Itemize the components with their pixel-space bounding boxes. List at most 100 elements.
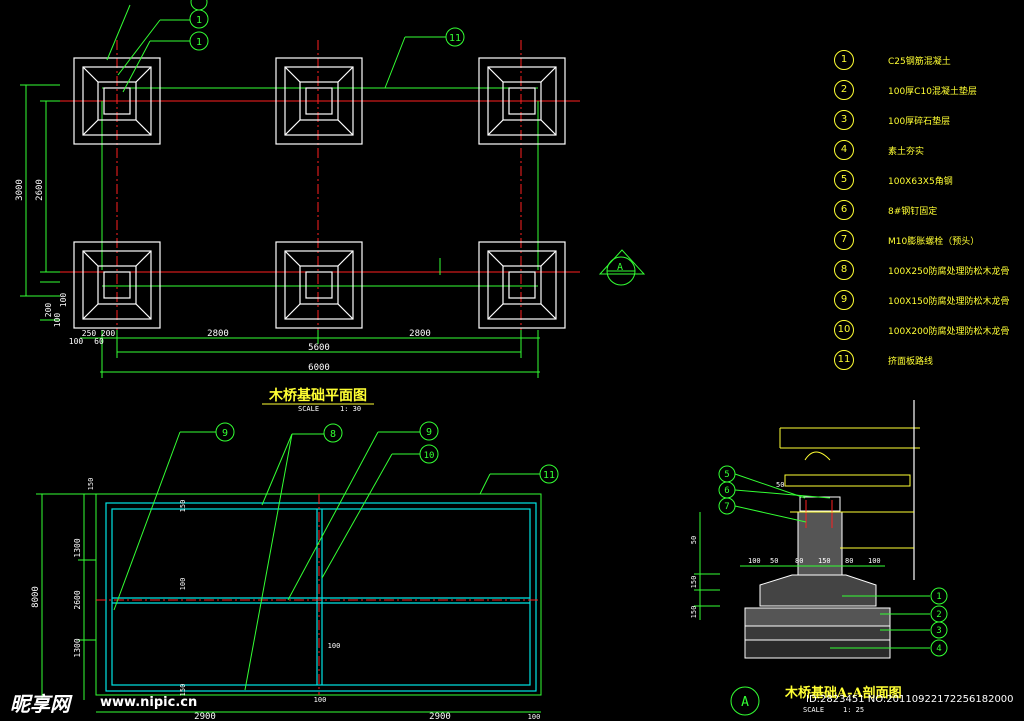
dimension-label: 100: [328, 642, 341, 650]
dimension-label: 200: [44, 303, 53, 318]
callout-number: 9: [426, 427, 432, 438]
dimension-label: 150: [690, 606, 698, 619]
callout-number: 9: [222, 428, 228, 439]
dimension-label: 50: [770, 557, 778, 565]
section-marker-letter: A: [617, 262, 623, 273]
plan-title: 木桥基础平面图: [268, 387, 367, 404]
legend-text: 100厚C10混凝土垫层: [888, 87, 977, 97]
pier-footing: [73, 57, 161, 145]
dimension-label: 100: [59, 293, 68, 308]
dimension-label: 50: [776, 481, 784, 489]
legend-number: 7: [834, 230, 854, 250]
legend-text: 100X200防腐处理防松木龙骨: [888, 327, 1010, 337]
legend-text: 100X63X5角钢: [888, 177, 953, 187]
scale-label: SCALE: [803, 706, 824, 714]
dimension-label: 2600: [73, 590, 82, 609]
callout-number: 7: [724, 502, 729, 512]
legend-number: 1: [834, 50, 854, 70]
watermark-url: www.nipic.cn: [100, 695, 198, 710]
legend-number: 6: [834, 200, 854, 220]
image-id-label: ID:2823451 NO:20110922172256182000: [806, 694, 1014, 705]
dimension-label: 80: [845, 557, 853, 565]
legend-number: 2: [834, 80, 854, 100]
dimension-label: 1300: [73, 638, 82, 657]
dimension-label: 200: [101, 329, 116, 338]
frame-callouts: 9 8 9 10 11: [113, 421, 559, 691]
pier-footing: [478, 241, 566, 329]
legend-text: M10膨胀螺栓（预头）: [888, 237, 980, 247]
dimension-label: 100: [868, 557, 881, 565]
scale-value: 1: 30: [340, 405, 361, 413]
legend-text: 挤面板路线: [888, 357, 934, 367]
legend-text: 100X150防腐处理防松木龙骨: [888, 297, 1010, 307]
dimension-label: 150: [818, 557, 831, 565]
dimension-label: 150: [690, 576, 698, 589]
timber-frame-plan-view: 9 8 9 10 11 8000 1300 2600 1300 150 15: [31, 421, 559, 721]
pier-footing: [275, 241, 363, 329]
legend-text: C25钢筋混凝土: [888, 57, 951, 67]
dimension-label: 100: [53, 313, 62, 328]
dimension-label: 3000: [15, 179, 25, 201]
callout-number: 8: [330, 429, 336, 440]
dimension-label: 2900: [194, 712, 216, 721]
callout-number: 1: [936, 592, 941, 602]
dimension-label: 2800: [207, 329, 229, 339]
plan-left-dimensions: 3000 2600 200 100 100: [15, 84, 68, 328]
callout-number: 6: [724, 486, 729, 496]
dimension-label: 100: [528, 713, 541, 721]
callout-number: 10: [424, 451, 435, 461]
dimension-label: 2800: [409, 329, 431, 339]
scale-label: SCALE: [298, 405, 319, 413]
watermark-brand: 昵享网: [10, 692, 70, 716]
section-marker-letter: A: [741, 695, 749, 710]
legend-number: 9: [834, 290, 854, 310]
callout-number: 3: [936, 626, 941, 636]
section-aa-view: 5 6 7 1 2 3 4 100 50 80 150: [690, 400, 948, 716]
callout-number: 2: [936, 610, 941, 620]
legend-number: 4: [834, 140, 854, 160]
scale-value: 1: 25: [843, 706, 864, 714]
dimension-label: 60: [94, 337, 104, 346]
callout-number: 1: [196, 37, 202, 48]
legend-number: 8: [834, 260, 854, 280]
dimension-label: 100: [748, 557, 761, 565]
dimension-label: 5600: [308, 343, 330, 353]
dimension-label: 100: [69, 337, 84, 346]
legend-text: 素土夯实: [888, 147, 925, 157]
dimension-label: 2600: [35, 179, 45, 201]
dimension-label: 150: [179, 684, 187, 697]
dimension-label: 250: [82, 329, 97, 338]
dimension-label: 6000: [308, 363, 330, 373]
frame-dimensions: 8000 1300 2600 1300 150 150 100 100 150 …: [31, 478, 541, 721]
callout-number: 11: [449, 33, 461, 44]
pier-footing: [478, 57, 566, 145]
section-callouts: 5 6 7 1 2 3 4: [718, 465, 948, 657]
dimension-label: 2900: [429, 712, 451, 721]
legend-text: 8#钢钉固定: [888, 207, 938, 217]
dimension-label: 8000: [31, 586, 41, 608]
foundation-plan-view: 1 1 11 3000 2600 200 100 100: [15, 0, 646, 413]
legend-number: 3: [834, 110, 854, 130]
callout-number: 5: [724, 470, 729, 480]
pier-footing: [275, 57, 363, 145]
plan-callouts: 1 1 11: [106, 0, 465, 93]
pier-footing: [73, 241, 161, 329]
legend-number: 10: [834, 320, 854, 340]
dimension-label: 150: [87, 478, 95, 491]
legend-number: 11: [834, 350, 854, 370]
dimension-label: 80: [795, 557, 803, 565]
callout-number: 11: [543, 470, 555, 481]
section-dimensions: 100 50 80 150 80 100 50 50 150 150: [690, 481, 885, 620]
section-title: 木桥基础A-A剖面图: [784, 685, 902, 701]
dimension-label: 100: [314, 696, 327, 704]
legend-text: 100厚碎石垫层: [888, 117, 951, 127]
legend-number: 5: [834, 170, 854, 190]
callout-number: 4: [936, 644, 941, 654]
dimension-label: 1300: [73, 538, 82, 557]
legend-text: 100X250防腐处理防松木龙骨: [888, 267, 1010, 277]
callout-number: 1: [196, 15, 202, 26]
dimension-label: 100: [179, 578, 187, 591]
plan-bottom-dimensions: 250 200 2800 2800 5600 6000 100 60: [69, 329, 540, 378]
dimension-label: 50: [690, 536, 698, 544]
